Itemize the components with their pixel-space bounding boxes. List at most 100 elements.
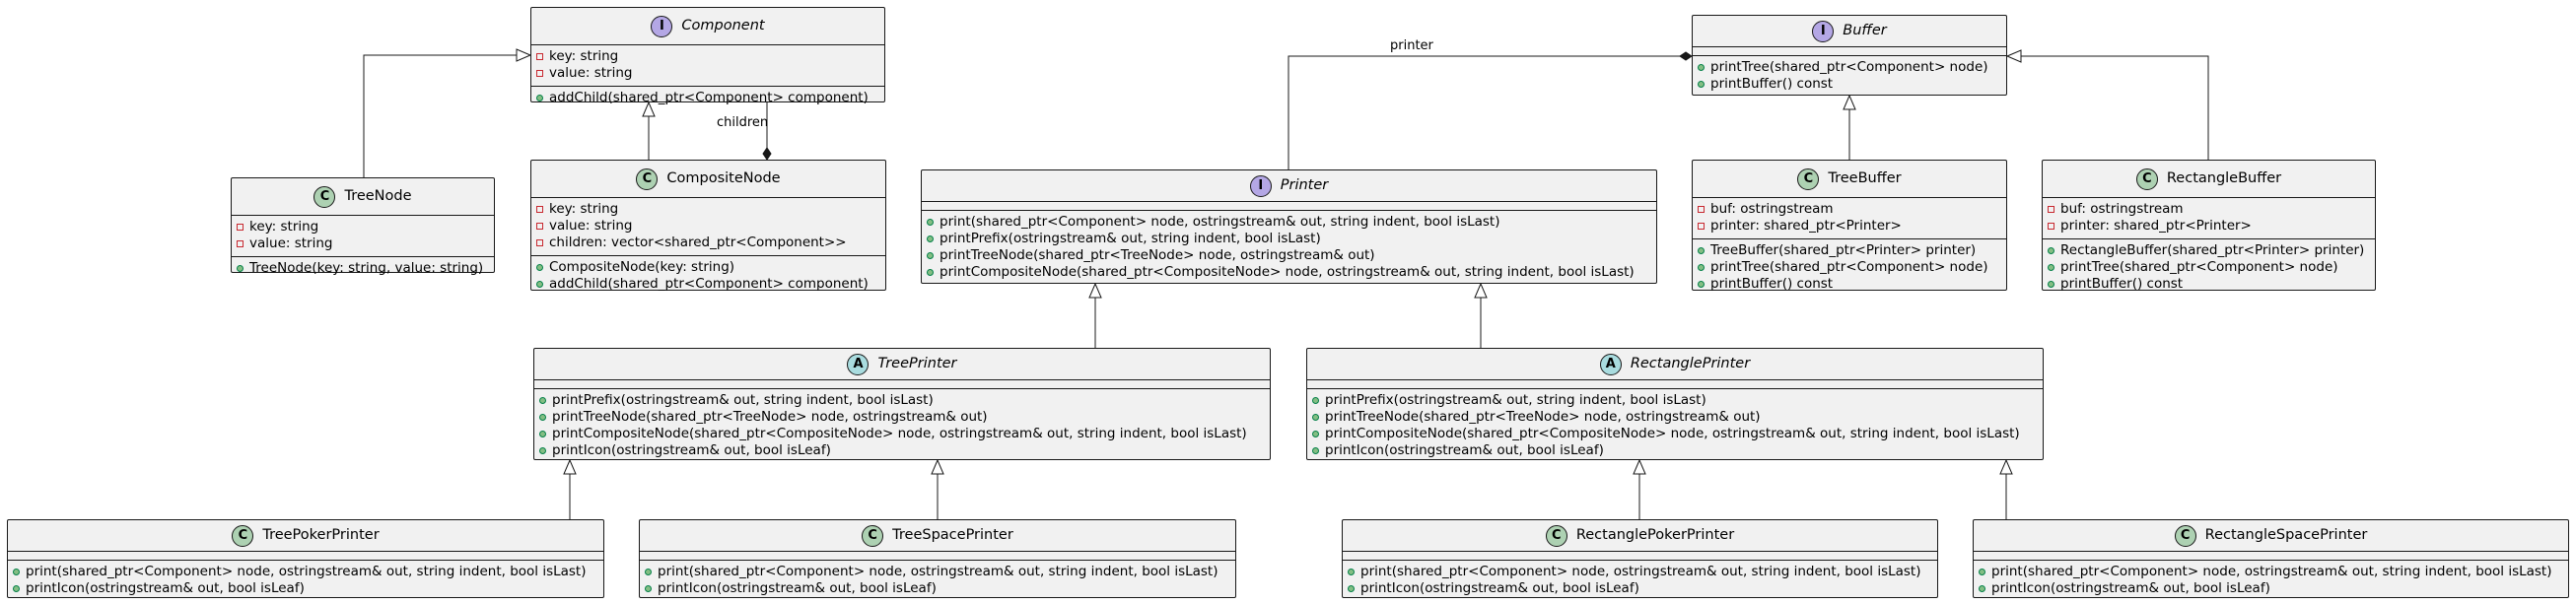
attributes-section <box>640 552 1235 561</box>
method: printCompositeNode(shared_ptr<CompositeN… <box>539 426 1265 442</box>
public-visibility-icon <box>1312 397 1319 404</box>
private-visibility-icon <box>2048 223 2054 230</box>
attributes-section <box>8 552 603 561</box>
private-visibility-icon <box>536 223 543 230</box>
method-text: printTree(shared_ptr<Component> node) <box>1710 59 1988 75</box>
public-visibility-icon <box>1698 64 1705 71</box>
method-text: printBuffer() const <box>1710 76 1834 92</box>
class-name: TreePrinter <box>877 356 957 371</box>
attribute-text: value: string <box>249 235 333 251</box>
class-stereotype-icon: C <box>1545 524 1567 547</box>
method: printTree(shared_ptr<Component> node) <box>1698 259 2001 276</box>
private-visibility-icon <box>1698 206 1705 213</box>
methods-section: print(shared_ptr<Component> node, ostrin… <box>922 211 1656 285</box>
private-visibility-icon <box>536 239 543 246</box>
method: printCompositeNode(shared_ptr<CompositeN… <box>1312 426 2038 442</box>
abstract-stereotype-icon: A <box>1599 353 1622 375</box>
edge-label-printer: printer <box>1390 38 1433 53</box>
attribute: value: string <box>536 65 879 82</box>
inheritance-arrow <box>516 48 532 62</box>
private-visibility-icon <box>536 70 543 77</box>
public-visibility-icon <box>539 447 546 454</box>
methods-section: printPrefix(ostringstream& out, string i… <box>1307 389 2043 463</box>
interface-stereotype-icon: I <box>651 15 673 37</box>
class-stereotype-icon: C <box>862 524 884 547</box>
attributes-section <box>1974 552 2568 561</box>
class-name: RectangleBuffer <box>2166 170 2282 186</box>
method: printCompositeNode(shared_ptr<CompositeN… <box>927 264 1651 281</box>
private-visibility-icon <box>1698 223 1705 230</box>
private-visibility-icon <box>2048 206 2054 213</box>
class-name: TreePokerPrinter <box>262 527 380 543</box>
method: printIcon(ostringstream& out, bool isLea… <box>1348 580 1932 597</box>
method: printTreeNode(shared_ptr<TreeNode> node,… <box>539 409 1265 426</box>
attribute: key: string <box>237 219 489 235</box>
class-name: TreeSpacePrinter <box>892 527 1013 543</box>
method: printPrefix(ostringstream& out, string i… <box>1312 392 2038 409</box>
public-visibility-icon <box>539 414 546 421</box>
public-visibility-icon <box>645 569 652 575</box>
attribute: printer: shared_ptr<Printer> <box>1698 218 2001 235</box>
inheritance-arrow <box>563 458 577 475</box>
method-text: printIcon(ostringstream& out, bool isLea… <box>658 580 937 596</box>
method-text: TreeNode(key: string, value: string) <box>249 260 484 276</box>
public-visibility-icon <box>645 585 652 592</box>
method-text: RectangleBuffer(shared_ptr<Printer> prin… <box>2060 242 2365 258</box>
class-treepokerprinter[interactable]: C TreePokerPrinter print(shared_ptr<Compon… <box>7 519 604 598</box>
method-text: print(shared_ptr<Component> node, ostrin… <box>658 564 1218 579</box>
private-visibility-icon <box>237 224 244 231</box>
public-visibility-icon <box>927 269 934 276</box>
methods-section: TreeNode(key: string, value: string) <box>232 257 494 281</box>
class-name: Printer <box>1280 177 1329 193</box>
public-visibility-icon <box>1698 247 1705 254</box>
abstract-stereotype-icon: A <box>847 353 870 375</box>
edge-label-children: children <box>717 115 769 130</box>
public-visibility-icon <box>927 252 934 259</box>
class-stereotype-icon: C <box>636 168 659 190</box>
method: printIcon(ostringstream& out, bool isLea… <box>645 580 1230 597</box>
attribute: buf: ostringstream <box>2048 201 2370 218</box>
attribute: children: vector<shared_ptr<Component>> <box>536 235 880 251</box>
class-treespaceprinter[interactable]: C TreeSpacePrinter print(shared_ptr<Compon… <box>639 519 1236 598</box>
method-text: printTreeNode(shared_ptr<TreeNode> node,… <box>552 409 988 425</box>
attribute: value: string <box>237 235 489 252</box>
method-text: printIcon(ostringstream& out, bool isLea… <box>1325 442 1604 458</box>
inheritance-arrow <box>1474 282 1488 299</box>
inheritance-arrow <box>931 458 944 475</box>
class-header: I Component <box>531 8 884 45</box>
methods-section: print(shared_ptr<Component> node, ostrin… <box>8 561 603 601</box>
method-text: printPrefix(ostringstream& out, string i… <box>940 231 1321 246</box>
method-text: addChild(shared_ptr<Component> component… <box>549 90 869 105</box>
attribute-text: key: string <box>249 219 319 235</box>
attribute-text: printer: shared_ptr<Printer> <box>2060 218 2252 234</box>
method-text: printIcon(ostringstream& out, bool isLea… <box>552 442 831 458</box>
class-name: Component <box>681 18 765 34</box>
edge-printer-buffer <box>1288 55 1681 169</box>
class-stereotype-icon: C <box>232 524 254 547</box>
methods-section: addChild(shared_ptr<Component> component… <box>531 87 884 110</box>
method-text: printTreeNode(shared_ptr<TreeNode> node,… <box>940 247 1375 263</box>
inheritance-arrow <box>1999 458 2013 475</box>
attribute: key: string <box>536 201 880 218</box>
attributes-section <box>534 380 1270 389</box>
attributes-section <box>1343 552 1937 561</box>
attribute-text: printer: shared_ptr<Printer> <box>1710 218 1902 234</box>
